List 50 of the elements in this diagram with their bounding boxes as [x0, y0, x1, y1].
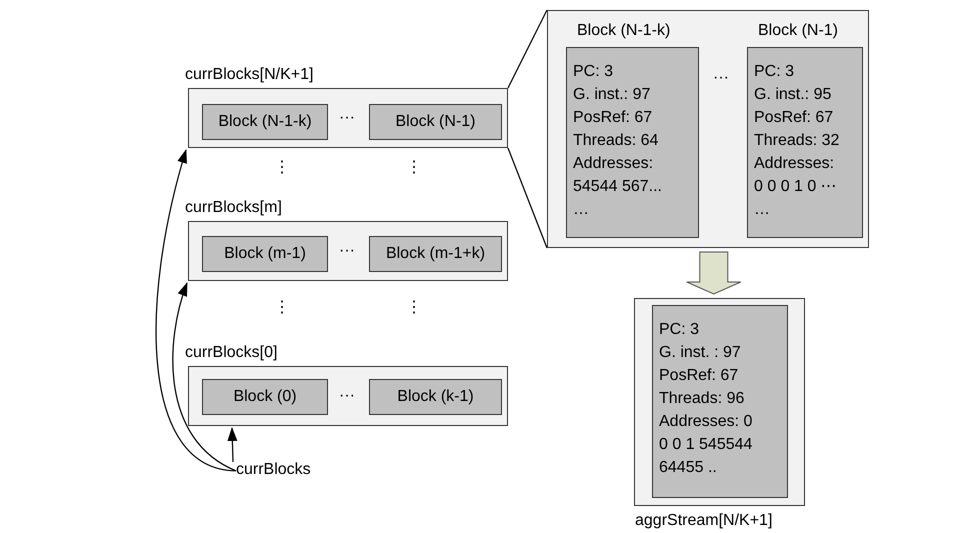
heading-text: currBlocks[N/K+1] — [185, 67, 314, 83]
block-label: Block (m-1) — [224, 244, 306, 264]
field-text: PC: 3 — [659, 320, 700, 340]
field-text: PC: 3 — [754, 62, 796, 82]
zoom-panel — [547, 10, 869, 248]
field-text: Threads: 64 — [573, 131, 660, 151]
ellipsis-mark: ⋮ — [406, 160, 422, 176]
block-label: Block (0) — [233, 387, 297, 407]
ellipsis-mark: ··· — [713, 70, 729, 86]
field-text: Addresses: 0 0 0 1 545544 64455 .. — [659, 412, 754, 478]
arrow — [227, 427, 238, 462]
pointer-label: currBlocks — [236, 462, 311, 478]
block-label: Block (k-1) — [397, 387, 474, 407]
heading-text: aggrStream[N/K+1] — [635, 513, 772, 529]
block-box — [369, 236, 502, 272]
block-box — [369, 379, 502, 415]
field-text: Threads: 96 — [659, 389, 746, 409]
block-box — [202, 236, 328, 272]
ellipsis-mark: ⋮ — [274, 300, 290, 316]
block-box — [369, 104, 502, 140]
block-box — [202, 104, 328, 140]
ellipsis-mark: ⋮ — [406, 300, 422, 316]
block-box — [202, 379, 328, 415]
field-text: G. inst.: 95 — [754, 85, 832, 105]
ellipsis-mark: ··· — [339, 110, 355, 126]
block-arrow — [686, 252, 742, 295]
field-text: Threads: 32 — [754, 131, 840, 151]
ellipsis-mark: ··· — [339, 388, 355, 404]
arrow — [155, 149, 236, 472]
ellipsis-mark: ··· — [339, 243, 355, 259]
field-text: PosRef: 67 — [754, 108, 834, 128]
field-text: Addresses: 0 0 0 1 0 ⋯ … — [754, 154, 838, 220]
heading-text: Block (N-1) — [758, 23, 838, 39]
field-text: G. inst. : 97 — [659, 343, 742, 363]
record-box — [652, 305, 788, 498]
field-text: PC: 3 — [573, 62, 614, 82]
block-label: Block (m-1+k) — [386, 244, 486, 264]
zoom-line — [507, 148, 548, 248]
heading-text: Block (N-1-k) — [577, 23, 670, 39]
field-text: G. inst.: 97 — [573, 85, 652, 105]
block-label: Block (N-1-k) — [218, 112, 312, 132]
block-label: Block (N-1) — [395, 112, 476, 132]
arrow — [172, 282, 236, 472]
heading-text: currBlocks[m] — [185, 200, 282, 216]
zoom-line — [507, 10, 548, 88]
field-text: Addresses: 54544 567... … — [573, 154, 663, 220]
field-text: PosRef: 67 — [573, 108, 654, 128]
heading-text: currBlocks[0] — [185, 345, 278, 361]
ellipsis-mark: ⋮ — [274, 160, 290, 176]
field-text: PosRef: 67 — [659, 366, 740, 386]
